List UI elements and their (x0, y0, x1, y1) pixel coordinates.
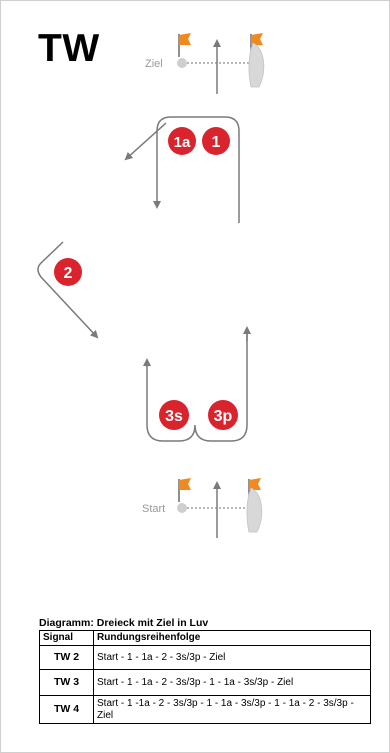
start-label: Start (142, 503, 165, 515)
finish-flag-left-icon (178, 33, 191, 57)
path-to-mark2 (124, 122, 167, 161)
table-row: TW 4 Start - 1 -1a - 2 - 3s/3p - 1 - 1a … (39, 695, 371, 724)
signal-cell: TW 4 (39, 695, 94, 724)
order-cell: Start - 1 - 1a - 2 - 3s/3p - 1 - 1a - 3s… (93, 669, 371, 696)
order-cell: Start - 1 -1a - 2 - 3s/3p - 1 - 1a - 3s/… (93, 695, 371, 724)
mark-2: 2 (54, 258, 82, 286)
page-title: TW (38, 27, 100, 70)
start-line-group: Start (142, 478, 263, 538)
finish-line-group: Ziel (145, 33, 265, 94)
mark-3p: 3p (208, 400, 238, 430)
mark-1a: 1a (168, 127, 196, 155)
header-signal: Signal (39, 630, 94, 646)
mark-2-label: 2 (64, 265, 73, 282)
mark-3s-label: 3s (165, 408, 183, 425)
mark-1: 1 (202, 127, 230, 155)
start-flag-left-icon (178, 478, 191, 502)
mark-1a-label: 1a (174, 134, 191, 151)
start-pin-end-buoy (177, 503, 187, 513)
table-row: TW 2 Start - 1 - 1a - 2 - 3s/3p - Ziel (39, 645, 371, 670)
path-mark2-rounding (37, 241, 99, 339)
path-mark1-rounding (153, 116, 240, 223)
signal-cell: TW 2 (39, 645, 94, 670)
start-committee-boat-icon (246, 487, 263, 533)
table-row: TW 3 Start - 1 - 1a - 2 - 3s/3p - 1 - 1a… (39, 669, 371, 696)
mark-3s: 3s (159, 400, 189, 430)
rounding-order-table: Signal Rundungsreihenfolge TW 2 Start - … (39, 630, 371, 724)
signal-cell: TW 3 (39, 669, 94, 696)
finish-pin-end-buoy (177, 58, 187, 68)
path-gate-rounding (146, 331, 248, 442)
course-diagram: Ziel 1a 1 (37, 33, 265, 538)
mark-3p-label: 3p (214, 408, 233, 425)
finish-committee-boat-icon (248, 42, 265, 88)
header-rounding-order: Rundungsreihenfolge (93, 630, 371, 646)
table-header-row: Signal Rundungsreihenfolge (39, 630, 371, 646)
mark-1-label: 1 (212, 134, 221, 151)
finish-label: Ziel (145, 58, 163, 70)
order-cell: Start - 1 - 1a - 2 - 3s/3p - Ziel (93, 645, 371, 670)
diagram-caption: Diagramm: Dreieck mit Ziel in Luv (39, 617, 209, 629)
